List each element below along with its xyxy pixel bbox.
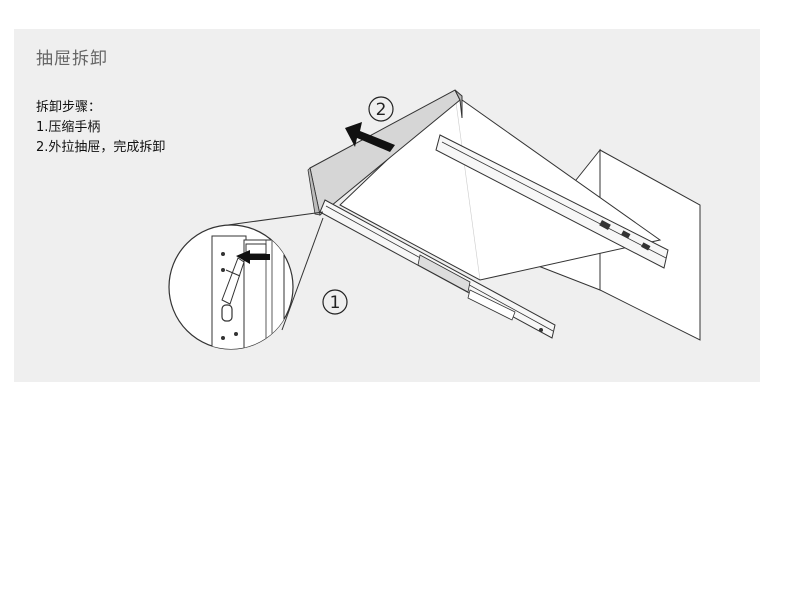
step-2-marker: 2 bbox=[368, 96, 394, 122]
front-slide-rail bbox=[319, 199, 556, 339]
step-1-marker: 1 bbox=[322, 289, 348, 315]
handle-detail-magnifier bbox=[168, 224, 294, 350]
step-item-2: 2.外拉抽屉，完成拆卸 bbox=[36, 140, 166, 155]
svg-text:1: 1 bbox=[330, 293, 341, 313]
drawer-front bbox=[307, 89, 463, 216]
pull-arrow-icon bbox=[345, 122, 395, 152]
steps-heading: 拆卸步骤： bbox=[36, 100, 102, 115]
detail-callout-lines bbox=[227, 211, 324, 331]
instruction-steps: 拆卸步骤： 1.压缩手柄 2.外拉抽屉，完成拆卸 bbox=[36, 98, 165, 158]
drawer-body bbox=[339, 94, 662, 281]
back-slide-rail bbox=[435, 134, 669, 269]
step-item-1: 1.压缩手柄 bbox=[36, 120, 101, 135]
svg-text:2: 2 bbox=[376, 100, 387, 120]
page-title: 抽屉拆卸 bbox=[36, 49, 108, 69]
